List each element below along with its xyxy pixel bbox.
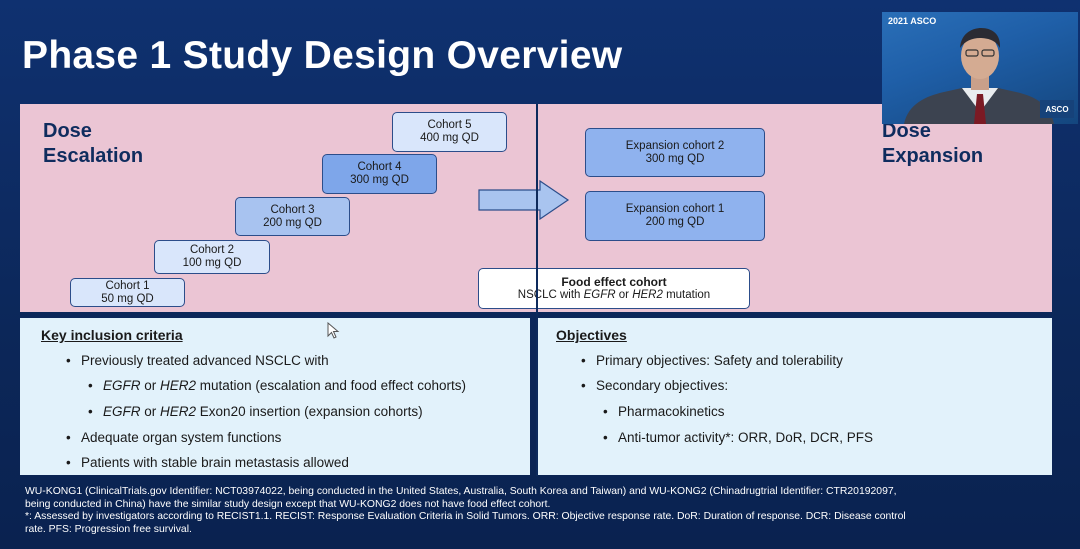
inclusion-item-organ-functions: Adequate organ system functions [66, 430, 281, 445]
panel-divider [536, 104, 538, 476]
cohort-2-box: Cohort 2 100 mg QD [154, 240, 270, 274]
objective-secondary: Secondary objectives: [581, 378, 728, 393]
dose-expansion-heading-line1: Dose [882, 120, 931, 142]
cohort-name: Cohort 3 [270, 203, 315, 216]
objective-secondary-antitumor: Anti-tumor activity*: ORR, DoR, DCR, PFS [603, 430, 873, 445]
dose-escalation-heading-line2: Escalation [43, 145, 144, 167]
expansion-cohort-dose: 300 mg QD [645, 152, 705, 165]
objective-primary: Primary objectives: Safety and tolerabil… [581, 353, 843, 368]
cohort-3-box: Cohort 3 200 mg QD [235, 197, 350, 236]
cohort-name: Cohort 5 [427, 119, 472, 131]
inclusion-subitem-mutation: EGFR or HER2 mutation (escalation and fo… [88, 378, 466, 393]
dose-escalation-heading-line1: Dose [43, 120, 92, 142]
footnote: WU-KONG1 (ClinicalTrials.gov Identifier:… [25, 486, 1065, 536]
expansion-cohort-2-box: Expansion cohort 2 300 mg QD [585, 128, 765, 177]
slide-title: Phase 1 Study Design Overview [22, 34, 623, 77]
objectives-title: Objectives [556, 327, 627, 343]
expansion-cohort-name: Expansion cohort 2 [625, 139, 725, 152]
cohort-dose: 300 mg QD [350, 174, 409, 186]
food-effect-cohort-box: Food effect cohort NSCLC with EGFR or HE… [478, 268, 750, 309]
cohort-5-box: Cohort 5 400 mg QD [392, 112, 507, 152]
cohort-dose: 200 mg QD [263, 216, 322, 229]
cohort-name: Cohort 4 [357, 161, 402, 173]
inclusion-item-previously-treated: Previously treated advanced NSCLC with [66, 353, 329, 368]
dose-escalation-heading: Dose Escalation [43, 119, 143, 169]
expansion-cohort-1-box: Expansion cohort 1 200 mg QD [585, 191, 765, 241]
right-arrow-icon [478, 180, 570, 220]
mouse-cursor-icon [327, 322, 340, 339]
objective-secondary-pharmacokinetics: Pharmacokinetics [603, 404, 724, 419]
speaker-webcam: 2021 ASCO ASCO [882, 12, 1078, 124]
cohort-name: Cohort 2 [189, 244, 235, 256]
cohort-dose: 100 mg QD [182, 257, 242, 269]
inclusion-criteria-panel [20, 318, 530, 475]
asco-badge: ASCO [1040, 100, 1074, 118]
cohort-dose: 50 mg QD [101, 292, 154, 305]
cohort-4-box: Cohort 4 300 mg QD [322, 154, 437, 194]
inclusion-item-brain-metastasis: Patients with stable brain metastasis al… [66, 455, 349, 470]
footnote-line: rate. PFS: Progression free survival. [25, 523, 192, 535]
speaker-icon [904, 28, 1054, 124]
cohort-name: Cohort 1 [105, 279, 150, 292]
footnote-line: being conducted in China) have the simil… [25, 498, 551, 510]
food-effect-title: Food effect cohort [561, 274, 667, 289]
dose-expansion-heading: Dose Expansion [882, 119, 983, 169]
inclusion-subitem-exon20: EGFR or HER2 Exon20 insertion (expansion… [88, 404, 423, 419]
cohort-dose: 400 mg QD [420, 132, 479, 144]
asco-logo: 2021 ASCO [888, 16, 937, 26]
dose-expansion-heading-line2: Expansion [882, 145, 984, 167]
objectives-panel [538, 318, 1052, 475]
footnote-line: *: Assessed by investigators according t… [25, 511, 906, 523]
food-effect-description: NSCLC with EGFR or HER2 mutation [517, 288, 711, 301]
footnote-line: WU-KONG1 (ClinicalTrials.gov Identifier:… [25, 486, 897, 497]
inclusion-criteria-title: Key inclusion criteria [41, 327, 183, 343]
expansion-cohort-name: Expansion cohort 1 [625, 203, 725, 215]
cohort-1-box: Cohort 1 50 mg QD [70, 278, 185, 307]
expansion-cohort-dose: 200 mg QD [645, 216, 705, 228]
